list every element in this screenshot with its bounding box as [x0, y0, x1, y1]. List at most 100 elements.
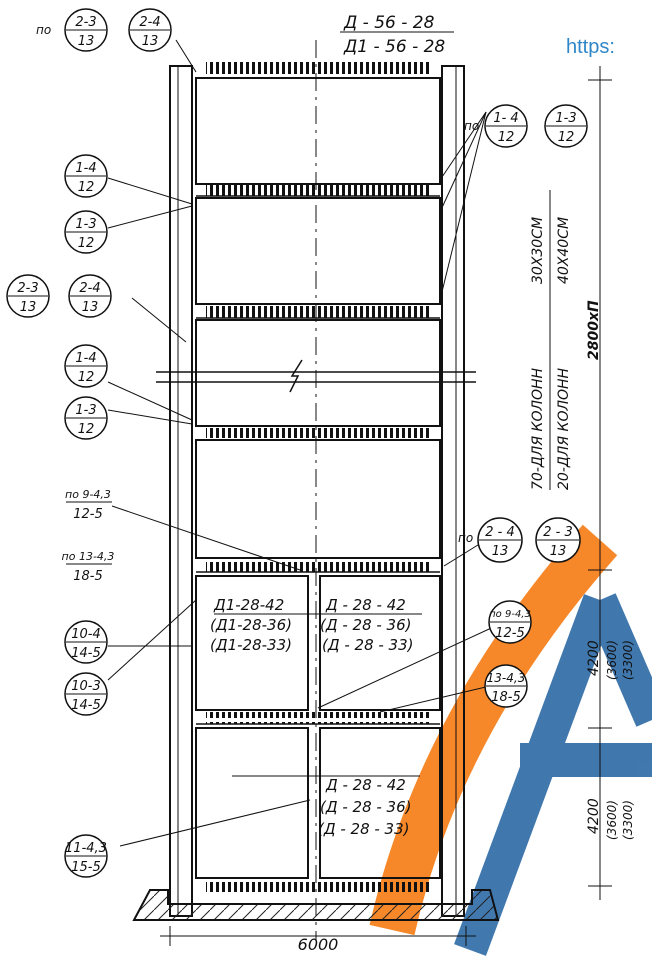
- section-mark-left-2: 1-3 12: [64, 210, 108, 254]
- section-mark-right-top-b: 1-3 12: [544, 104, 588, 148]
- wall-panel-5-right: [319, 575, 441, 711]
- svg-text:12: 12: [498, 130, 515, 145]
- svg-text:14-5: 14-5: [71, 646, 101, 661]
- section-mark-left-6: 10-3 14-5: [64, 672, 108, 716]
- section-mark-left-pair-b: 2-4 13: [68, 274, 112, 318]
- svg-text:14-5: 14-5: [71, 698, 101, 713]
- svg-text:11-4,3: 11-4,3: [65, 841, 107, 856]
- svg-text:13: 13: [142, 34, 159, 49]
- panel-right-label-3: (Д - 28 - 33): [322, 636, 414, 654]
- height-dim-lower-alt-1: (3600): [605, 800, 619, 840]
- wall-panel-3: [195, 319, 441, 427]
- po-label-left-1: по 9-4,3 12-5: [65, 488, 112, 522]
- svg-text:12: 12: [558, 130, 575, 145]
- svg-text:13-4,3: 13-4,3: [487, 671, 526, 685]
- svg-text:2 - 4: 2 - 4: [485, 525, 515, 540]
- panel-left-label-2: (Д1-28-36): [210, 616, 292, 634]
- prefix-po-right: по: [464, 119, 479, 133]
- wall-panel-2: [195, 197, 441, 305]
- svg-text:13: 13: [550, 544, 567, 559]
- svg-text:1- 4: 1- 4: [493, 111, 518, 126]
- height-dim-upper-alt-2: (3300): [621, 640, 635, 680]
- note-40x40: 40Х40СМ: [556, 217, 572, 284]
- svg-text:10-4: 10-4: [71, 627, 101, 642]
- panel-lower-label-1: Д - 28 - 42: [325, 776, 406, 794]
- note-30x30: 30Х30СМ: [530, 217, 546, 284]
- width-dimension: 6000: [298, 935, 339, 954]
- note-2800: 2800хП: [586, 300, 602, 360]
- svg-text:1-4: 1-4: [75, 161, 96, 176]
- svg-text:18-5: 18-5: [491, 690, 521, 705]
- svg-text:1-3: 1-3: [75, 217, 96, 232]
- panel-lower-label-3: (Д - 28 - 33): [318, 820, 410, 838]
- svg-text:1-4: 1-4: [75, 351, 96, 366]
- note-70-columns: 70-ДЛЯ КОЛОНН: [530, 367, 546, 490]
- height-dim-upper: 4200: [586, 640, 602, 676]
- section-mark-top-left-a: 2-3 13: [64, 8, 108, 52]
- svg-text:12-5: 12-5: [73, 507, 103, 522]
- section-mark-left-5: 10-4 14-5: [64, 620, 108, 664]
- section-mark-top-left-b: 2-4 13: [128, 8, 172, 52]
- section-mark-left-pair-a: 2-3 13: [6, 274, 50, 318]
- frame-label-2: Д1 - 56 - 28: [343, 37, 445, 57]
- svg-text:12: 12: [78, 180, 95, 195]
- watermark: https:: [369, 36, 652, 956]
- po-mark-right: по 9-4,3 12-5: [488, 600, 532, 644]
- svg-text:10-3: 10-3: [71, 679, 101, 694]
- svg-text:13: 13: [20, 300, 37, 315]
- column-notes: 70-ДЛЯ КОЛОНН 30Х30СМ 20-ДЛЯ КОЛОНН 40Х4…: [530, 190, 602, 490]
- ribbed-slabs: [196, 62, 440, 892]
- panel-left-label-3: (Д1-28-33): [210, 636, 292, 654]
- svg-text:2-4: 2-4: [139, 15, 160, 30]
- leader-lines: [107, 39, 501, 847]
- svg-text:2-3: 2-3: [75, 15, 96, 30]
- svg-text:по 9-4,3: по 9-4,3: [489, 609, 531, 620]
- height-dim-lower: 4200: [586, 798, 602, 834]
- height-dim-upper-alt-1: (3600): [605, 640, 619, 680]
- svg-text:2 - 3: 2 - 3: [543, 525, 573, 540]
- section-mark-right-mid-a: 2 - 4 13: [477, 517, 523, 563]
- prefix-po-mid: по: [458, 531, 473, 545]
- left-column: [169, 65, 193, 917]
- frame-label-1: Д - 56 - 28: [343, 13, 435, 33]
- note-20-columns: 20-ДЛЯ КОЛОНН: [556, 367, 572, 490]
- svg-text:1-3: 1-3: [75, 403, 96, 418]
- watermark-url: https:: [566, 36, 615, 58]
- svg-text:12: 12: [78, 422, 95, 437]
- po-label-left-2: по 13-4,3 18-5: [62, 550, 115, 584]
- section-mark-right-5: 13-4,3 18-5: [484, 664, 528, 708]
- svg-text:по 13-4,3: по 13-4,3: [62, 550, 115, 563]
- foundation: [132, 889, 500, 921]
- section-mark-left-7: 11-4,3 15-5: [64, 834, 108, 878]
- svg-text:13: 13: [82, 300, 99, 315]
- wall-panel-1: [195, 77, 441, 185]
- svg-text:12: 12: [78, 370, 95, 385]
- svg-text:по 9-4,3: по 9-4,3: [65, 488, 111, 501]
- section-mark-left-3: 1-4 12: [64, 344, 108, 388]
- svg-text:2-4: 2-4: [79, 281, 100, 296]
- svg-text:18-5: 18-5: [73, 569, 103, 584]
- panel-left-label-1: Д1-28-42: [213, 596, 284, 614]
- wall-panel-6-left: [195, 727, 309, 879]
- panel-right-label-2: (Д - 28 - 36): [320, 616, 412, 634]
- svg-text:12: 12: [78, 236, 95, 251]
- svg-text:12-5: 12-5: [495, 626, 525, 641]
- svg-text:13: 13: [78, 34, 95, 49]
- svg-text:1-3: 1-3: [555, 111, 576, 126]
- prefix-po: по: [36, 23, 51, 37]
- height-dim-lower-alt-2: (3300): [621, 800, 635, 840]
- svg-text:15-5: 15-5: [71, 860, 101, 875]
- svg-text:13: 13: [492, 544, 509, 559]
- panel-right-label-1: Д - 28 - 42: [325, 596, 406, 614]
- section-mark-left-1: 1-4 12: [64, 154, 108, 198]
- section-mark-right-mid-b: 2 - 3 13: [535, 517, 581, 563]
- wall-panel-5-left: [195, 575, 309, 711]
- dimension-lines: [160, 66, 612, 946]
- section-mark-left-4: 1-3 12: [64, 396, 108, 440]
- wall-panel-4: [195, 439, 441, 559]
- section-mark-right-top-a: 1- 4 12: [484, 104, 528, 148]
- svg-text:2-3: 2-3: [17, 281, 38, 296]
- wall-panel-6-right: [319, 727, 441, 879]
- panel-lower-label-2: (Д - 28 - 36): [320, 798, 412, 816]
